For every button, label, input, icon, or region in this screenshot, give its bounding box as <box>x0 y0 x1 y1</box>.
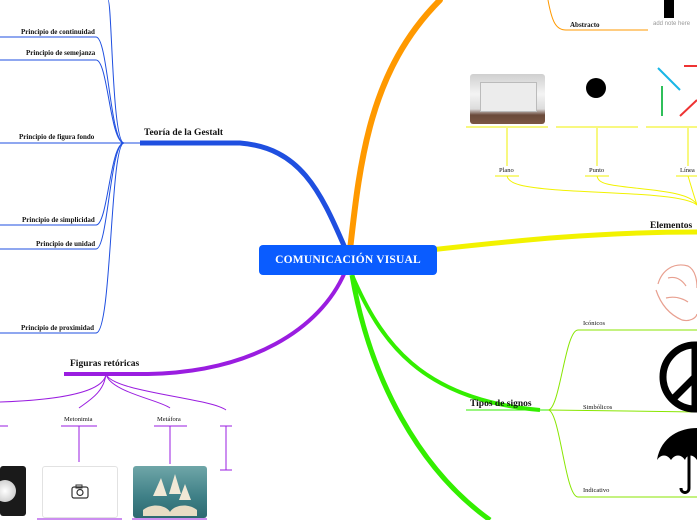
branch-signos <box>350 274 541 412</box>
branch-elementos <box>429 229 697 253</box>
abstract-image <box>664 0 674 18</box>
gestalt-title[interactable]: Teoría de la Gestalt <box>144 128 224 138</box>
hand-sketch-image <box>655 264 697 322</box>
branch-figuras <box>64 271 347 376</box>
lines-image <box>657 65 697 117</box>
figuras-metafora[interactable]: Metáfora <box>157 416 181 423</box>
gestalt-item-proximidad[interactable]: Principio de proximidad <box>21 324 94 332</box>
gestalt-item-figura-fondo[interactable]: Principio de figura fondo <box>19 133 95 141</box>
branch-elementos-top <box>347 0 443 253</box>
gestalt-item-continuidad[interactable]: Principio de continuidad <box>21 28 95 36</box>
figuras-title[interactable]: Figuras retóricas <box>70 359 140 369</box>
dot-image <box>586 78 606 98</box>
add-note-placeholder[interactable]: add note here <box>653 21 691 27</box>
elementos-plano[interactable]: Plano <box>499 167 514 174</box>
elementos-abstracto[interactable]: Abstracto <box>570 21 600 29</box>
figuras-metonimia[interactable]: Metonimia <box>64 416 93 423</box>
peace-symbol-image <box>659 341 697 413</box>
room-plane-image <box>470 74 545 124</box>
moon-photo-image <box>0 466 26 516</box>
umbrella-icon <box>657 428 697 494</box>
gestalt-item-simplicidad[interactable]: Principio de simplicidad <box>22 216 95 224</box>
signos-simbolicos[interactable]: Simbólicos <box>583 404 613 411</box>
elementos-linea[interactable]: Línea <box>680 167 695 174</box>
gestalt-item-unidad[interactable]: Principio de unidad <box>36 240 96 248</box>
camera-icon <box>71 484 89 499</box>
elementos-title[interactable]: Elementos <box>650 221 693 231</box>
image-placeholder[interactable] <box>42 466 118 518</box>
gestalt-item-semejanza[interactable]: Principio de semejanza <box>26 49 96 57</box>
signos-title[interactable]: Tipos de signos <box>470 399 532 409</box>
central-topic[interactable]: COMUNICACIÓN VISUAL <box>259 245 437 275</box>
branch-gestalt <box>140 140 348 249</box>
signos-indicativo[interactable]: Indicativo <box>583 487 610 494</box>
elementos-punto[interactable]: Punto <box>589 167 605 174</box>
book-sea-image <box>133 466 207 518</box>
signos-iconicos[interactable]: Icónicos <box>583 320 606 327</box>
